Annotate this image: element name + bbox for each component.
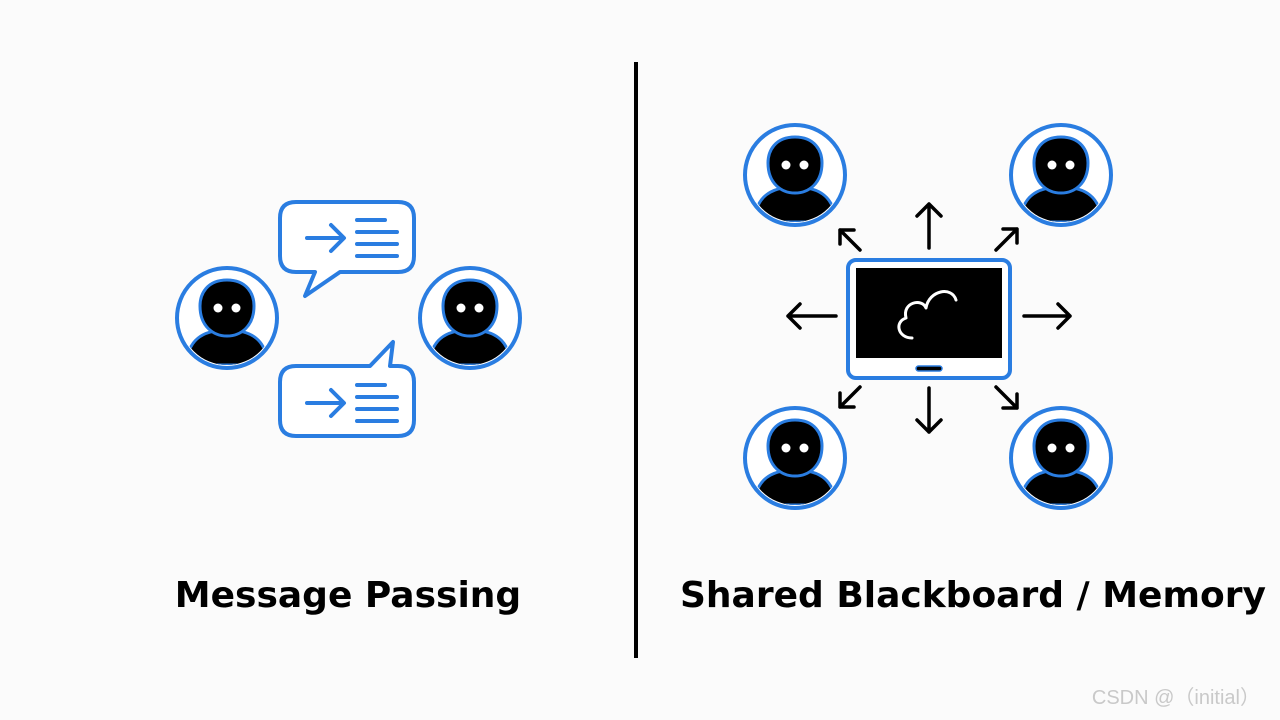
arrow-icon (994, 227, 1019, 252)
laptop-icon (846, 258, 1012, 380)
person-icon (745, 125, 845, 225)
person-icon (177, 268, 277, 368)
person-icon (420, 268, 520, 368)
arrow-icon (915, 202, 943, 250)
shared-blackboard-title: Shared Blackboard / Memory (680, 575, 1266, 616)
cloud-icon (897, 290, 958, 340)
person-icon (1011, 408, 1111, 508)
watermark: CSDN @（initial） (1091, 687, 1260, 709)
arrow-icon (1022, 302, 1072, 330)
message-passing-title: Message Passing (174, 575, 522, 616)
person-icon (745, 408, 845, 508)
person-icon (1011, 125, 1111, 225)
chat-bubble-icon (278, 200, 416, 298)
arrow-icon (915, 386, 943, 434)
chat-bubble-icon (278, 340, 416, 438)
shared-blackboard-section (745, 125, 1111, 508)
arrow-icon (838, 228, 862, 252)
arrow-icon (838, 385, 862, 409)
arrow-icon (786, 302, 838, 330)
arrow-icon (994, 385, 1019, 410)
message-passing-section (177, 200, 520, 438)
